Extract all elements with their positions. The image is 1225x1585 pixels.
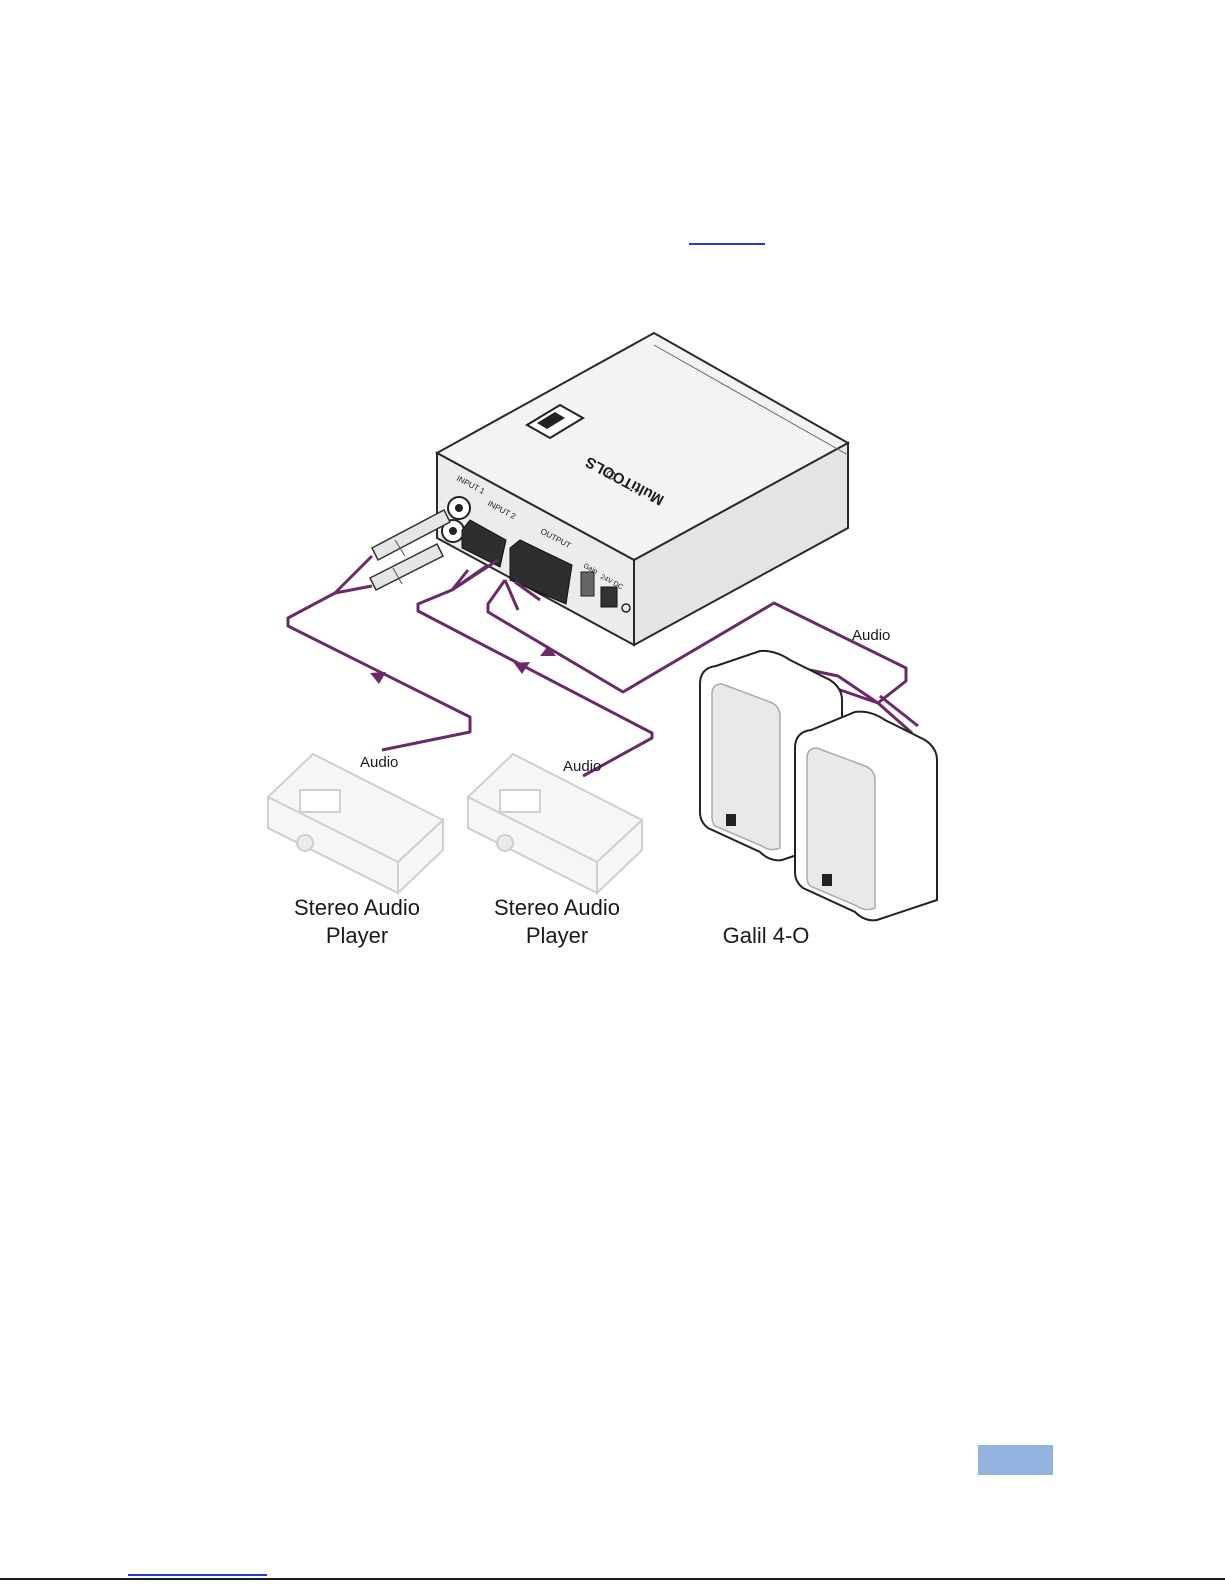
speaker-2	[795, 712, 937, 921]
stereo-player-2	[468, 754, 642, 893]
player2-caption-line2: Player	[526, 923, 588, 948]
gain-switch	[581, 572, 594, 596]
stereo-player-1	[268, 754, 443, 893]
footer-rule	[0, 1578, 1225, 1580]
player2-caption-line1: Stereo Audio	[494, 895, 620, 920]
footer-link[interactable]	[128, 1574, 267, 1576]
audio-label-mid: Audio	[563, 758, 601, 775]
player1-caption-line2: Player	[326, 923, 388, 948]
kramer-badge-icon	[726, 814, 736, 826]
player1-caption-line1: Stereo Audio	[294, 895, 420, 920]
power-jack	[601, 587, 617, 607]
speakers-caption: Galil 4-O	[723, 923, 810, 948]
page-number-tab	[978, 1445, 1053, 1475]
signal-direction-arrows	[370, 646, 556, 684]
audio-label-left: Audio	[360, 754, 398, 771]
kramer-badge-icon	[822, 874, 832, 886]
audio-label-right: Audio	[852, 627, 890, 644]
multitools-device: MultiTOOLS INPUT 1 INPUT 2 OUTPUT Gain 2…	[437, 333, 848, 645]
